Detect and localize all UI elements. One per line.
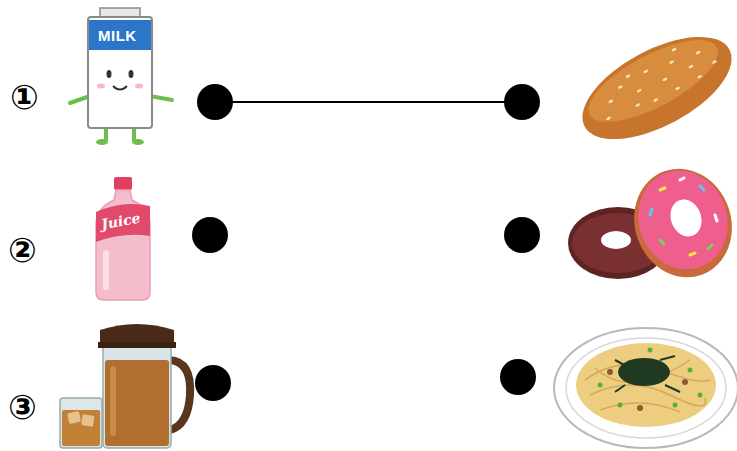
bread [567,16,737,160]
answer-line [215,101,522,103]
match-dot [192,217,228,253]
milk-carton [70,8,172,145]
donuts [568,155,737,291]
match-dot [504,84,540,120]
match-dot [504,217,540,253]
carton-text: MILK [98,28,137,43]
callout-number: ② [8,233,37,267]
juice-bottle [96,177,150,300]
match-dot [500,359,536,395]
callout-number: ③ [8,390,37,424]
pasta-plate [554,328,737,448]
match-dot [197,84,233,120]
callout-number: ① [10,80,39,114]
tea-pitcher [60,324,190,448]
match-dot [195,365,231,401]
